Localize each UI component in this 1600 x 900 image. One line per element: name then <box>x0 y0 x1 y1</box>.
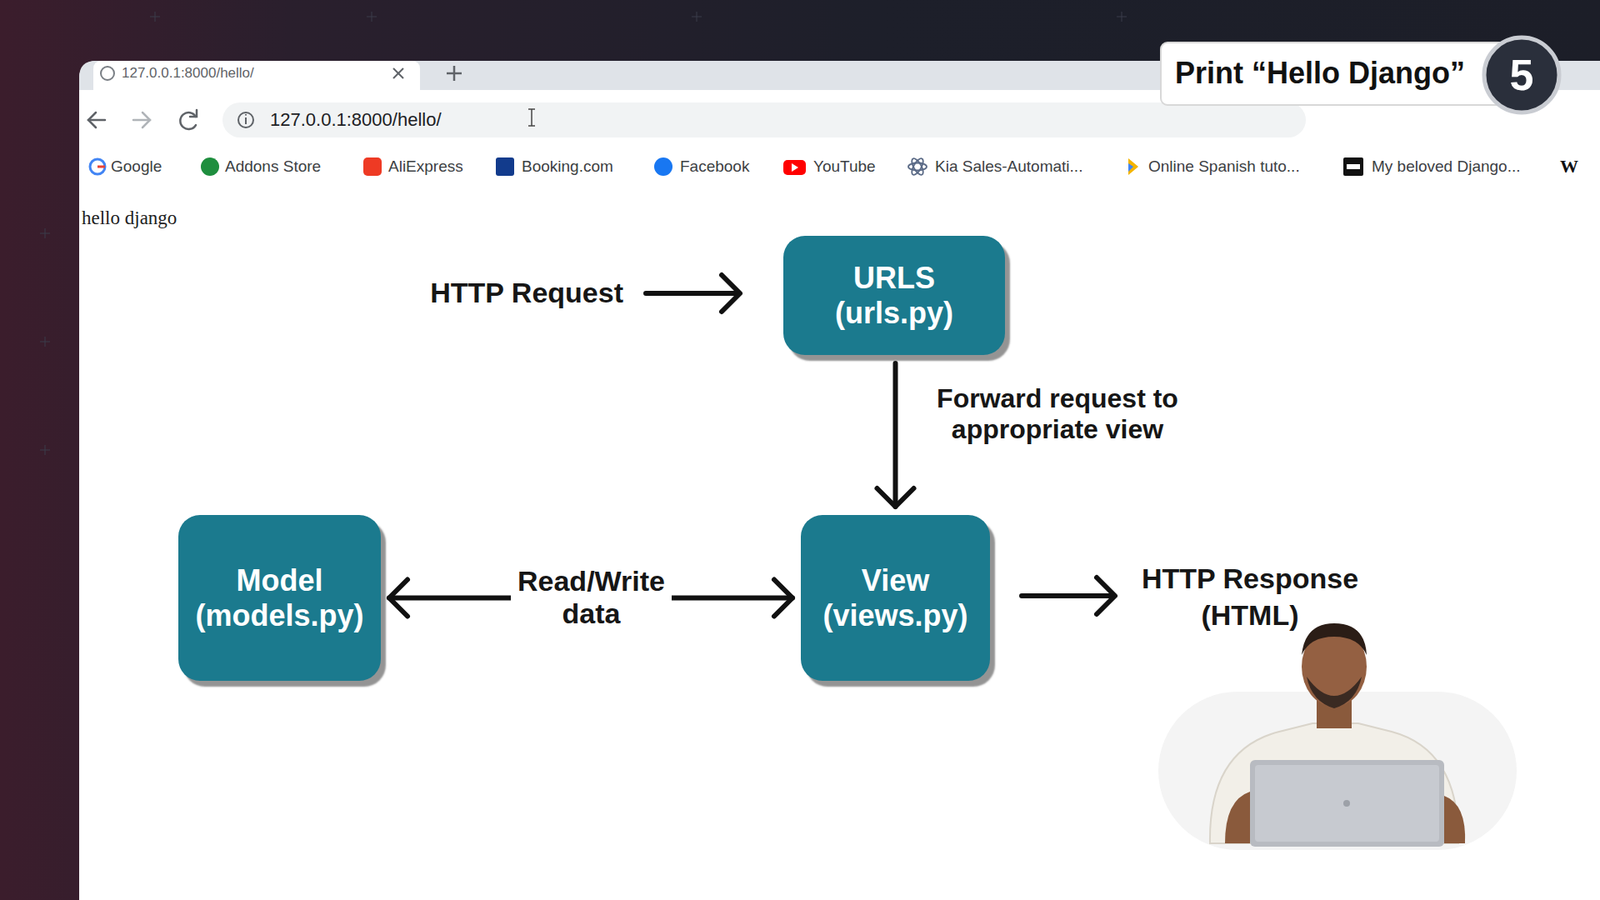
address-url: 127.0.0.1:8000/hello/ <box>270 109 442 131</box>
process-box: URLS (urls.py) <box>783 235 1005 355</box>
badge-title: Print “Hello Django” <box>1175 55 1465 92</box>
bookmark: Kia Sales-Automati... <box>935 157 1083 176</box>
title-badge <box>1160 42 1511 105</box>
flow-label: HTTP Response (HTML) <box>1133 560 1367 634</box>
page-output-text: hello django <box>81 206 177 230</box>
edge-label: Forward request to appropriate view <box>920 383 1195 445</box>
browser-window <box>79 60 1600 900</box>
reload-icon <box>180 110 197 130</box>
arrow-head <box>774 580 793 617</box>
connector-line <box>893 363 899 507</box>
bookmark: AliExpress <box>388 157 464 176</box>
presenter-illustration <box>1158 623 1517 850</box>
new-tab-icon <box>446 65 462 81</box>
step-circle <box>1484 37 1560 113</box>
text-cursor <box>528 109 535 126</box>
address-bar <box>222 102 1306 138</box>
arrow-head <box>877 488 915 507</box>
box-text: Model (models.py) <box>195 563 364 633</box>
active-tab <box>93 60 420 92</box>
bookmark: Google <box>110 157 162 176</box>
info-icon <box>238 112 254 128</box>
box-text: URLS (urls.py) <box>835 260 954 330</box>
process-box: Model (models.py) <box>178 515 381 681</box>
tab-close-icon <box>393 68 404 79</box>
request-arrow <box>645 275 740 312</box>
bookmark: Online Spanish tuto... <box>1148 157 1300 176</box>
edge-label: Read/Write data <box>510 563 672 632</box>
process-box: View (views.py) <box>800 515 990 681</box>
connector-arrow <box>877 363 915 507</box>
tab-title: 127.0.0.1:8000/hello/ <box>121 65 255 82</box>
bookmark: Facebook <box>680 157 750 176</box>
tab-favicon <box>100 66 115 80</box>
forward-icon <box>133 112 150 128</box>
back-icon <box>88 112 105 128</box>
bookmark: YouTube <box>813 157 876 176</box>
arrow-head <box>389 580 408 617</box>
callout-number: 5 <box>1496 48 1547 102</box>
bookmark: My beloved Django... <box>1371 157 1521 176</box>
bookmark-icons <box>90 156 1364 177</box>
bookmark: W <box>1560 156 1579 177</box>
response-arrow <box>1021 577 1115 615</box>
bookmark: Addons Store <box>225 157 321 176</box>
bookmark: Booking.com <box>521 157 614 176</box>
flow-label: HTTP Request <box>408 275 624 310</box>
box-text: View (views.py) <box>822 563 968 633</box>
